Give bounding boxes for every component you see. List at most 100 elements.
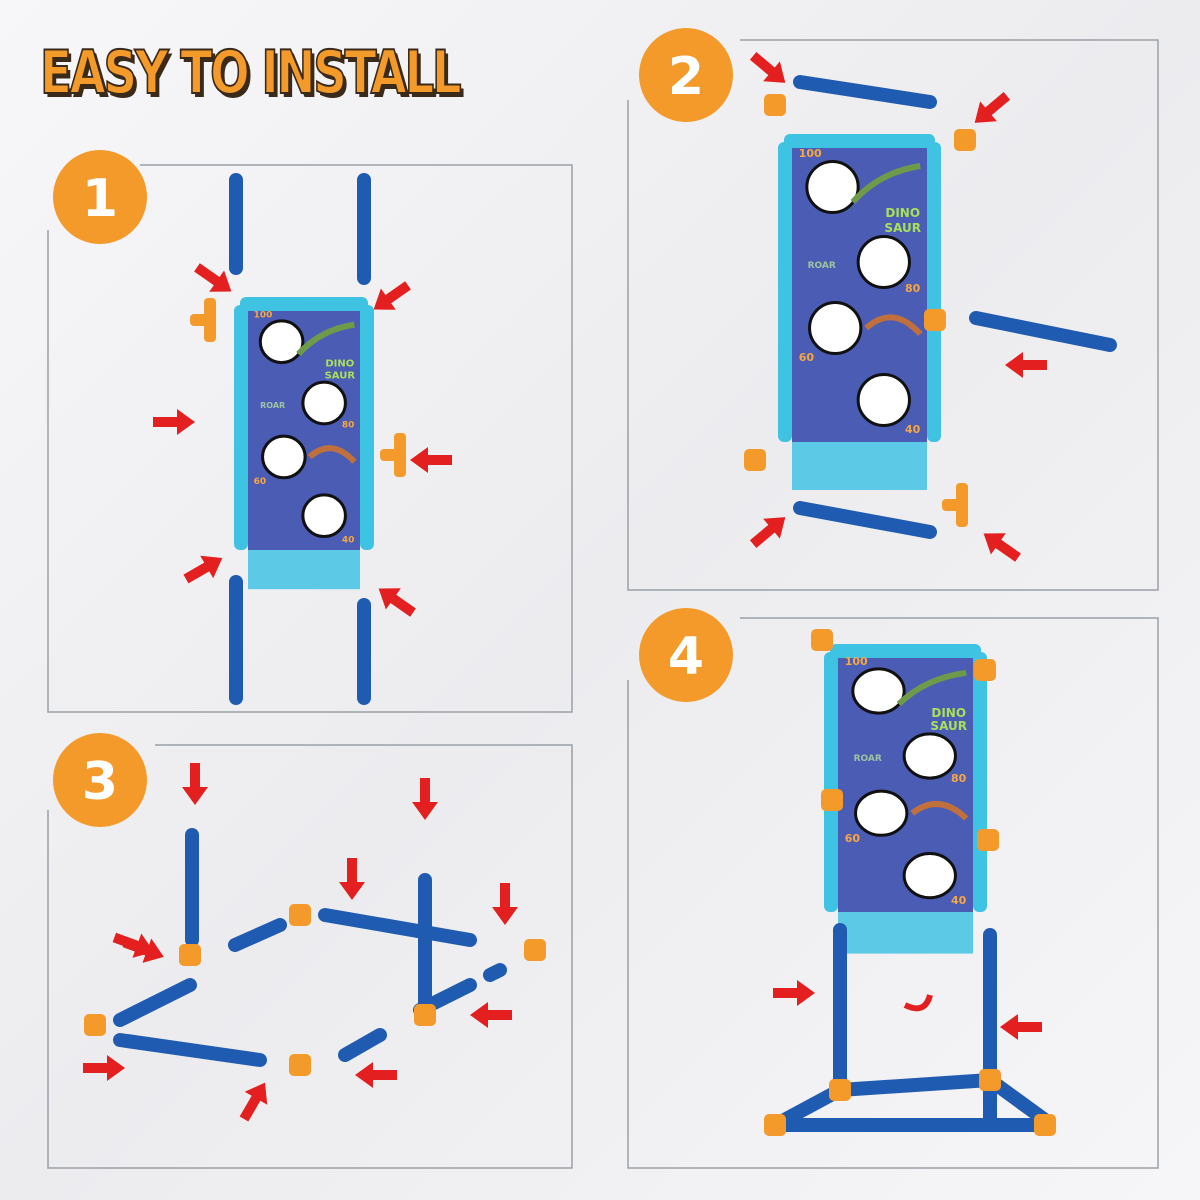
blue-tube	[483, 963, 507, 982]
red-arrow-icon	[378, 588, 416, 617]
step-number-3: 3	[82, 752, 118, 812]
red-arrow-icon	[355, 1062, 397, 1088]
score-label: 80	[342, 421, 355, 431]
score-label: 40	[342, 536, 355, 546]
red-arrow-icon	[83, 1055, 125, 1081]
target-hole	[902, 732, 957, 780]
score-label: 80	[951, 772, 967, 785]
rotate-arrow-icon	[903, 994, 933, 1012]
cyan-top-bar	[784, 134, 935, 148]
red-arrow-icon	[122, 937, 164, 963]
cyan-right-tube	[360, 305, 374, 550]
orange-connector	[979, 1069, 1001, 1091]
step-3-panel: 3	[47, 733, 573, 1169]
orange-connector	[811, 629, 833, 651]
red-arrow-icon	[194, 263, 232, 292]
orange-connector	[179, 944, 201, 966]
red-arrow-icon	[339, 858, 365, 900]
score-label: 100	[254, 310, 273, 320]
blue-tube	[113, 978, 197, 1027]
orange-t-connector-arm	[942, 499, 964, 511]
step-badge-1	[53, 150, 147, 244]
orange-connector	[84, 1014, 106, 1036]
cyan-left-tube	[824, 652, 838, 912]
dinosaur-art	[296, 321, 355, 357]
target-hole	[261, 434, 307, 480]
target-hole	[301, 493, 347, 539]
roar-label: ROAR	[854, 754, 882, 764]
blue-tube	[113, 1033, 267, 1067]
step-number-4: 4	[668, 627, 704, 687]
red-arrow-icon	[183, 555, 223, 584]
brand-line-1: DINO	[885, 206, 920, 220]
target-hole	[856, 373, 911, 427]
dinosaur-art	[864, 314, 923, 337]
orange-connector	[1034, 1114, 1056, 1136]
orange-connector	[764, 94, 786, 116]
red-arrow-icon	[153, 409, 195, 435]
orange-connector	[524, 939, 546, 961]
red-arrow-icon	[1000, 1014, 1042, 1040]
red-arrow-icon	[749, 517, 786, 548]
orange-connector	[289, 1054, 311, 1076]
page-title: EASY TO INSTALL	[39, 37, 462, 109]
target-hole	[902, 852, 957, 900]
orange-connector	[924, 309, 946, 331]
blue-tube	[833, 1073, 997, 1097]
red-arrow-icon	[974, 92, 1011, 123]
cyan-right-tube	[927, 142, 941, 442]
red-arrow-icon	[1005, 352, 1047, 378]
cyan-bottom-flap	[248, 550, 360, 590]
cyan-top-bar	[240, 297, 368, 311]
target-hole	[301, 380, 347, 426]
red-arrow-icon	[239, 1082, 268, 1122]
red-arrow-icon	[182, 763, 208, 805]
cyan-right-tube	[973, 652, 987, 912]
roar-label: ROAR	[808, 261, 836, 271]
score-label: 60	[845, 832, 861, 845]
blue-tube	[793, 501, 937, 539]
cyan-left-tube	[234, 305, 248, 550]
red-arrow-icon	[749, 52, 786, 83]
red-arrow-icon	[373, 281, 411, 310]
target-hole	[856, 235, 911, 289]
target-hole	[808, 301, 863, 355]
step-1-panel: 1	[47, 150, 573, 713]
red-arrow-icon	[983, 533, 1021, 562]
orange-t-connector-arm	[190, 314, 212, 326]
red-arrow-icon	[773, 980, 815, 1006]
cyan-left-tube	[778, 142, 792, 442]
score-label: 100	[799, 147, 822, 160]
orange-connector	[829, 1079, 851, 1101]
brand-line-1: DINO	[931, 706, 966, 720]
dinosaur-art	[910, 800, 969, 821]
orange-connector	[974, 659, 996, 681]
orange-connector	[977, 829, 999, 851]
brand-line-2: SAUR	[930, 719, 967, 733]
blue-tube	[969, 311, 1117, 352]
target-hole	[258, 319, 305, 365]
blue-tube	[338, 1028, 387, 1062]
score-label: 60	[799, 351, 815, 364]
score-label: 60	[254, 477, 267, 487]
blue-tube	[228, 918, 287, 952]
brand-line-1: DINO	[325, 358, 354, 369]
brand-line-2: SAUR	[884, 221, 921, 235]
step-2-panel: 2	[627, 28, 1159, 591]
target-hole	[851, 667, 906, 715]
orange-connector	[744, 449, 766, 471]
step-4-panel: 4	[627, 608, 1159, 1169]
score-label: 100	[845, 655, 868, 668]
blue-tube	[793, 75, 937, 109]
orange-connector	[821, 789, 843, 811]
red-arrow-icon	[412, 778, 438, 820]
target-hole	[805, 160, 860, 214]
brand-line-2: SAUR	[325, 371, 356, 382]
step-number-2: 2	[668, 47, 704, 107]
cyan-bottom-flap	[838, 912, 973, 954]
red-arrow-icon	[470, 1002, 512, 1028]
red-arrow-icon	[410, 447, 452, 473]
